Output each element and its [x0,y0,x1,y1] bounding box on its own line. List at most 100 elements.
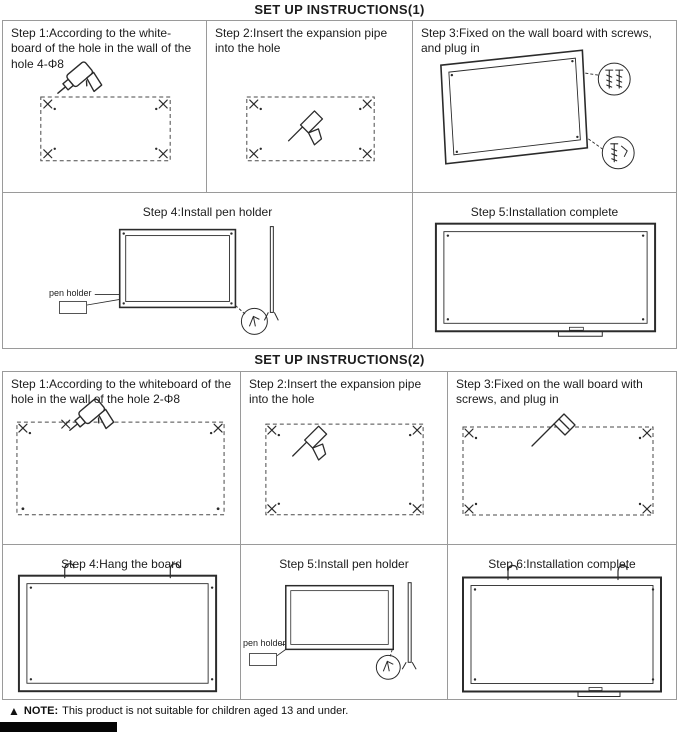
board-inner-frame [125,235,230,302]
hole-cross-mark [158,149,168,159]
panel-s2-step2: Step 2:Insert the expansion pipe into th… [241,372,448,544]
panel-s2-step4: Step 4:Hang the board [3,545,241,699]
note-text: This product is not suitable for childre… [62,705,349,717]
hole-cross-mark [464,504,474,514]
screw-callout [597,62,631,96]
panel-s2-step1: Step 1:According to the whiteboard of th… [3,372,241,544]
board-inner-frame [448,57,581,156]
panel-s1-step2: Step 2:Insert the expansion pipe into th… [207,21,413,192]
board-frame [434,222,657,333]
pen-holder-label: pen holder [243,638,286,648]
section2-row2: Step 4:Hang the board Step 5:Install pen… [3,545,676,699]
panel-s1-step3: Step 3:Fixed on the wall board with scre… [413,21,676,192]
expansion-pipe-icon [287,110,324,146]
wall-outline [462,426,654,516]
expansion-pipe-icon [292,425,328,461]
pen-holder-part-box [59,301,87,314]
screw-icon [615,69,624,89]
hole-cross-mark [362,99,372,109]
step-caption: Step 1:According to the white-board of t… [11,26,192,71]
step-caption: Step 5:Install pen holder [279,557,409,571]
hole-cross-mark [249,99,259,109]
hole-cross-mark [412,425,422,435]
hole-cross-mark [642,504,652,514]
step-caption: Step 3:Fixed on the wall board with scre… [456,377,643,407]
section2-title: SET UP INSTRUCTIONS(2) [254,352,425,367]
hole-cross-mark [267,504,277,514]
screw-icon [610,143,619,163]
pen-holder-label: pen holder [49,288,92,298]
hole-cross-mark [43,149,53,159]
screw-icon [605,69,614,89]
board-frame [17,574,218,693]
board-inner-frame [290,590,389,645]
section1-row1: Step 1:According to the white-board of t… [3,21,676,193]
section1-row2: Step 4:Install pen holder pen holder [3,193,676,349]
warning-triangle-icon: ▲ [8,704,20,718]
pen-holder-callout [240,307,268,335]
section1-grid: Step 1:According to the white-board of t… [2,20,677,349]
marker-pen [588,687,603,691]
board-inner-frame [443,231,648,324]
callout-leader [588,138,603,150]
section2-row1: Step 1:According to the whiteboard of th… [3,372,676,545]
marker-pen [569,326,584,331]
screwdriver-icon [531,413,576,447]
rail-feet [263,312,279,321]
section1-title: SET UP INSTRUCTIONS(1) [254,2,425,17]
hole-cross-mark [362,149,372,159]
step-caption: Step 1:According to the whiteboard of th… [11,377,232,407]
pen-holder-rail [407,582,412,663]
callout-leader [389,649,393,657]
section2-grid: Step 1:According to the whiteboard of th… [2,371,677,700]
callout-leader [585,72,599,76]
hole-cross-mark [267,425,277,435]
board-frame [118,228,237,309]
pen-holder-callout [375,654,401,680]
wall-outline [16,421,225,516]
hole-cross-mark [464,428,474,438]
pen-holder-rail [269,226,274,313]
board-inner-frame [26,583,209,684]
step-caption: Step 6:Installation complete [488,557,636,571]
hole-cross-mark [213,423,223,433]
panel-s2-step3: Step 3:Fixed on the wall board with scre… [448,372,676,544]
hole-cross-mark [642,428,652,438]
label-leader [84,299,120,306]
bracket-mark [248,315,260,327]
note-label: NOTE: [23,705,59,717]
hole-cross-mark [412,504,422,514]
board-inner-frame [470,585,654,684]
hole-cross-mark [43,99,53,109]
panel-s2-step5: Step 5:Install pen holder pen holder [241,545,448,699]
bottom-black-bar [0,722,117,732]
hole-cross-mark [18,423,28,433]
hole-cross-mark [61,419,71,429]
wall-outline [40,96,171,162]
rail-feet [401,662,417,670]
step-caption: Step 2:Insert the expansion pipe into th… [215,26,388,56]
panel-s1-step4: Step 4:Install pen holder pen holder [3,193,413,349]
callout-leader [235,305,246,315]
footer-note: ▲ NOTE: This product is not suitable for… [8,705,348,717]
hole-cross-mark [249,149,259,159]
hole-cross-mark [158,99,168,109]
board-frame [440,49,589,165]
step-caption: Step 5:Installation complete [470,205,619,219]
step-caption: Step 4:Hang the board [61,557,182,571]
panel-s2-step6: Step 6:Installation complete [448,545,676,699]
board-frame [462,576,662,693]
step-caption: Step 2:Insert the expansion pipe into th… [249,377,422,407]
board-frame [285,584,395,651]
step-caption: Step 4:Install pen holder [142,205,273,219]
plug-callout [601,136,635,170]
pen-tray [557,330,603,337]
wall-outline [246,96,375,162]
pen-holder-part-box [249,653,277,666]
bracket-mark [382,660,394,672]
bracket-mark [620,145,628,158]
panel-s1-step1: Step 1:According to the white-board of t… [3,21,207,192]
pen-tray [577,691,621,697]
wall-outline [265,423,424,516]
